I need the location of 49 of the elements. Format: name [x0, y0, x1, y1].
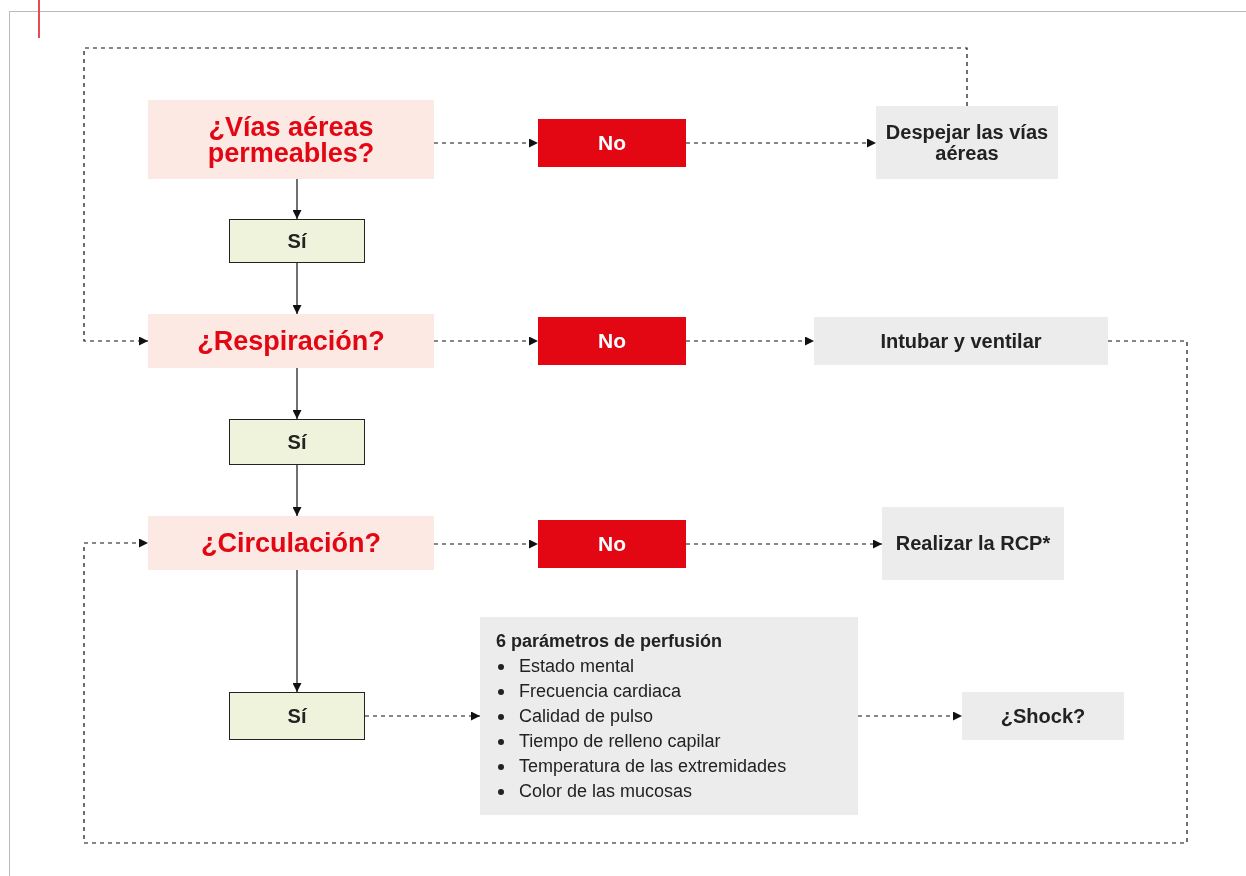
list-item: Calidad de pulso [519, 705, 654, 728]
arrow [433, 336, 539, 346]
node-label: Realizar la RCP* [894, 533, 1052, 554]
action-box [882, 507, 1064, 580]
action-box [876, 106, 1058, 179]
list-item: Tiempo de relleno capilar [519, 730, 721, 753]
no-box [538, 317, 686, 365]
list-item: Color de las mucosas [519, 780, 693, 803]
node-label: Sí [286, 229, 308, 254]
list-item: Temperatura de las extremidades [519, 755, 787, 778]
yes-box [229, 219, 365, 263]
list-item: Frecuencia cardiaca [519, 680, 682, 703]
list-heading: 6 parámetros de perfusión [496, 630, 723, 653]
arrow [857, 711, 963, 721]
yes-box [229, 692, 365, 740]
node-label: No [597, 531, 627, 558]
arrow [433, 138, 539, 148]
arrow [292, 367, 302, 420]
no-box [538, 520, 686, 568]
node-label: Sí [286, 704, 308, 729]
question-box [148, 100, 434, 179]
question-box [148, 314, 434, 368]
node-label: Despejar las vías aéreas [884, 121, 1050, 164]
node-label: ¿Respiración? [196, 328, 386, 354]
node-label: No [597, 130, 627, 157]
arrow [292, 464, 302, 517]
arrow [685, 138, 877, 148]
parameter-list-box [480, 617, 858, 815]
question-box [148, 516, 434, 570]
yes-box [229, 419, 365, 465]
arrow [292, 569, 302, 693]
list-item: Estado mental [519, 655, 635, 678]
no-box [538, 119, 686, 167]
node-label: Intubar y ventilar [879, 330, 1043, 352]
arrow [364, 711, 481, 721]
action-box [962, 692, 1124, 740]
node-label: ¿Circulación? [200, 530, 382, 556]
arrow [685, 336, 815, 346]
arrow [685, 539, 883, 549]
action-box [814, 317, 1108, 365]
node-label: ¿Shock? [999, 705, 1087, 727]
arrow [292, 262, 302, 315]
arrow [83, 340, 1188, 844]
node-label: Sí [286, 430, 308, 455]
arrow [433, 539, 539, 549]
node-label: No [597, 328, 627, 355]
arrow [292, 178, 302, 220]
node-label: ¿Vías aéreas permeables? [206, 113, 376, 166]
arrow [83, 47, 968, 346]
